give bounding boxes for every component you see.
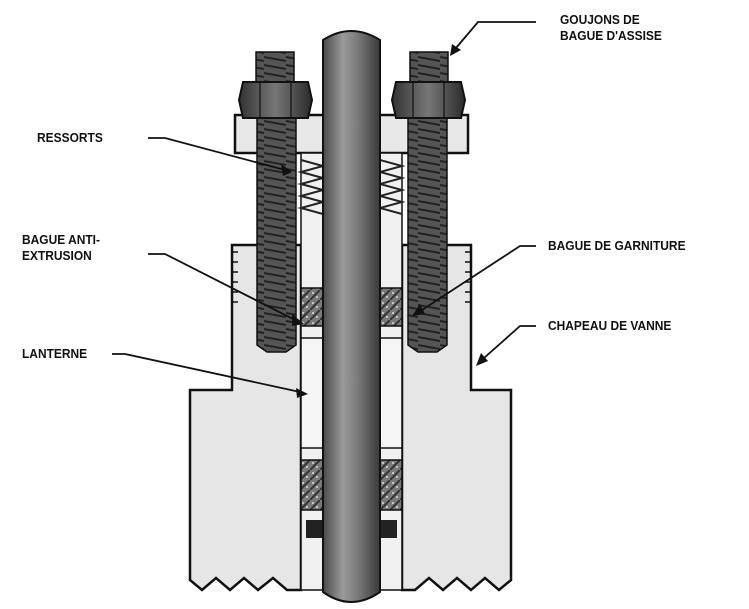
springs — [297, 159, 406, 215]
leader-lanterne — [112, 353, 301, 393]
label-bague-anti-extrusion: BAGUE ANTI- EXTRUSION — [22, 232, 100, 264]
packing-rings-upper-right — [379, 287, 403, 327]
leader-ressorts — [148, 137, 286, 171]
stud-left-upper — [255, 51, 295, 83]
leader-lines — [112, 21, 536, 393]
valve-stem — [322, 30, 381, 603]
label-lanterne: LANTERNE — [22, 346, 88, 361]
label-bague-garniture: BAGUE DE GARNITURE — [548, 238, 686, 253]
packing-rings-upper-left — [300, 287, 324, 327]
nut-left — [237, 81, 314, 119]
label-ressorts: RESSORTS — [37, 130, 103, 145]
packing-rings-lower-right — [379, 459, 403, 511]
nut-right — [390, 81, 467, 119]
leader-bague-garniture — [421, 245, 536, 311]
label-bague-anti-line1: BAGUE ANTI- — [22, 232, 100, 247]
leader-bague-anti — [148, 253, 296, 321]
leader-chapeau — [483, 325, 536, 359]
leader-goujons — [455, 21, 536, 49]
label-chapeau-vanne: CHAPEAU DE VANNE — [548, 318, 672, 333]
stud-right-upper — [409, 51, 449, 83]
leader-arrowheads — [281, 44, 488, 398]
stud-right — [407, 117, 448, 353]
label-goujons-line2: BAGUE D'ASSISE — [560, 28, 662, 43]
label-goujons: GOUJONS DE BAGUE D'ASSISE — [560, 12, 662, 44]
label-goujons-line1: GOUJONS DE — [560, 12, 640, 27]
bonnet-threads — [232, 251, 471, 303]
label-bague-anti-line2: EXTRUSION — [22, 248, 92, 263]
packing-rings-lower-left — [300, 459, 324, 511]
